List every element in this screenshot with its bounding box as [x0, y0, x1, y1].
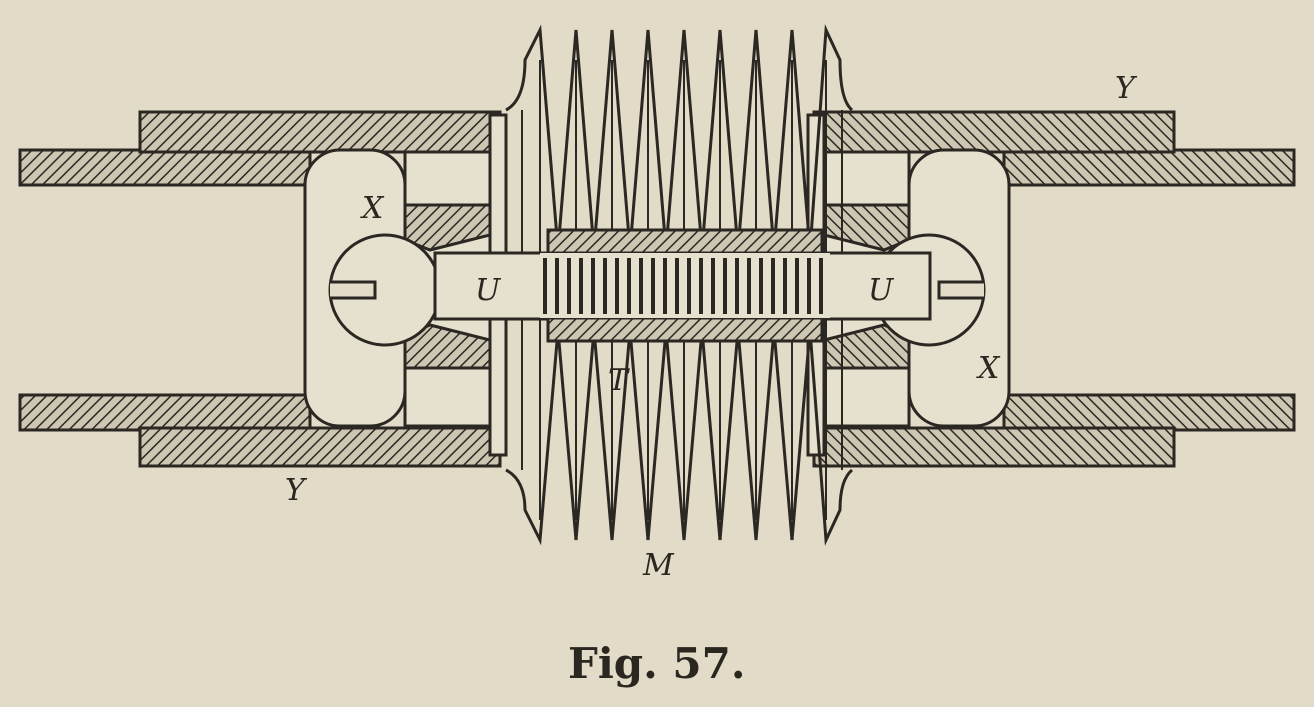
label-x-right: X — [976, 351, 1001, 386]
label-y-bottom: Y — [285, 473, 308, 508]
label-u-right: U — [868, 273, 895, 308]
label-y-top: Y — [1115, 71, 1138, 106]
label-t: T — [608, 363, 630, 398]
left-fitting — [18, 110, 508, 468]
threaded-sleeve — [540, 228, 830, 343]
label-x-left: X — [360, 191, 385, 226]
label-m: M — [642, 548, 675, 583]
label-u-left: U — [475, 273, 502, 308]
figure-caption: Fig. 57. — [568, 639, 745, 688]
